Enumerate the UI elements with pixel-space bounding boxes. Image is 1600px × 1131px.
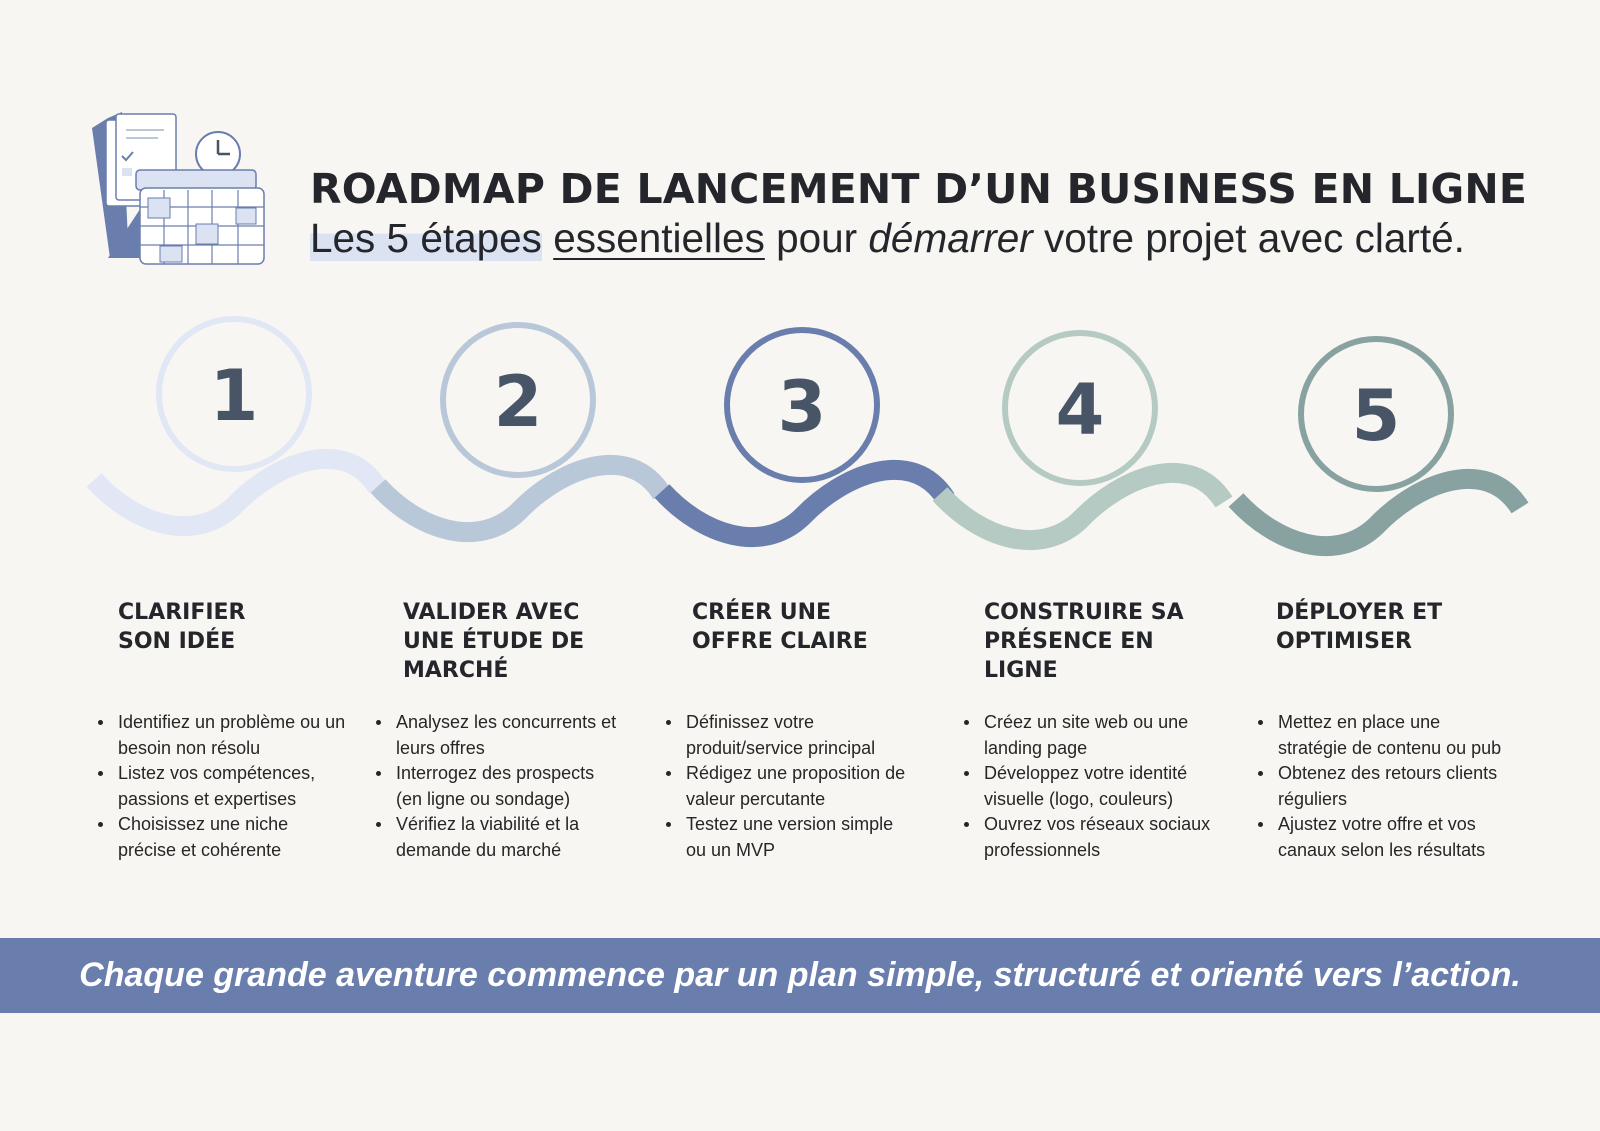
subtitle-end: votre projet avec clarté. <box>1032 215 1465 262</box>
step-5-bullets: Mettez en place une stratégie de contenu… <box>1256 710 1506 864</box>
header: ROADMAP DE LANCEMENT D’UN BUSINESS EN LI… <box>310 165 1580 262</box>
step-4-wave <box>932 462 1233 551</box>
bullet-item: Choisissez une niche précise et cohérent… <box>98 812 346 863</box>
step-3-wave <box>654 459 955 548</box>
step-1-bullets: Identifiez un problème ou un besoin non … <box>96 710 346 864</box>
bullet-item: Définissez votre produit/service princip… <box>666 710 914 761</box>
bullet-item: Interrogez des prospects (en ligne ou so… <box>376 761 624 812</box>
step-1-wave <box>86 448 387 537</box>
step-5-marker: 5 <box>1228 336 1529 557</box>
step-2-column: VALIDER AVEC UNE ÉTUDE DE MARCHÉ Analysez… <box>374 598 624 864</box>
step-4-title: CONSTRUIRE SA PRÉSENCE EN LIGNE <box>984 600 1184 683</box>
subtitle-text: pour <box>764 215 869 262</box>
bullet-item: Obtenez des retours clients réguliers <box>1258 761 1506 812</box>
bullet-item: Créez un site web ou une landing page <box>964 710 1212 761</box>
page-subtitle: Les 5 étapes essentielles pour démarrer … <box>310 215 1580 262</box>
step-2-title: VALIDER AVEC UNE ÉTUDE DE MARCHÉ <box>403 600 585 683</box>
bullet-item: Développez votre identité visuelle (logo… <box>964 761 1212 812</box>
step-3-title: CRÉER UNE OFFRE CLAIRE <box>692 600 868 654</box>
subtitle-italic: démarrer <box>868 215 1033 262</box>
step-3-column: CRÉER UNE OFFRE CLAIRE Définissez votre p… <box>664 598 914 864</box>
step-3-number: 3 <box>778 366 827 448</box>
step-4-circle <box>1002 330 1158 486</box>
step-2-wave <box>370 454 671 543</box>
step-3-bullets: Définissez votre produit/service princip… <box>664 710 914 864</box>
step-1-title: CLARIFIER SON IDÉE <box>118 600 246 654</box>
subtitle-space <box>542 215 553 261</box>
bullet-item: Listez vos compétences, passions et expe… <box>98 761 346 812</box>
step-4-number: 4 <box>1056 369 1105 451</box>
footer-banner: Chaque grande aventure commence par un p… <box>0 938 1600 1013</box>
bullet-item: Vérifiez la viabilité et la demande du m… <box>376 812 624 863</box>
banner-text: Chaque grande aventure commence par un p… <box>79 956 1521 994</box>
steps-wave-diagram: 1 2 3 4 5 <box>86 316 1529 557</box>
step-2-circle <box>440 322 596 478</box>
step-5-circle <box>1298 336 1454 492</box>
bullet-item: Ajustez votre offre et vos canaux selon … <box>1258 812 1506 863</box>
step-4-column: CONSTRUIRE SA PRÉSENCE EN LIGNE Créez un … <box>962 598 1212 864</box>
bullet-item: Testez une version simple ou un MVP <box>666 812 914 863</box>
step-5-title: DÉPLOYER ET OPTIMISER <box>1276 600 1443 654</box>
subtitle-underlined: essentielles <box>553 215 765 262</box>
step-5-wave <box>1228 468 1529 557</box>
step-2-number: 2 <box>494 361 543 443</box>
page-title: ROADMAP DE LANCEMENT D’UN BUSINESS EN LI… <box>310 165 1528 213</box>
bullet-item: Analysez les concurrents et leurs offres <box>376 710 624 761</box>
step-5-number: 5 <box>1352 375 1401 457</box>
step-5-column: DÉPLOYER ET OPTIMISER Mettez en place une… <box>1256 598 1506 864</box>
step-1-marker: 1 <box>86 316 387 537</box>
step-4-marker: 4 <box>932 330 1233 551</box>
bullet-item: Mettez en place une stratégie de contenu… <box>1258 710 1506 761</box>
step-2-bullets: Analysez les concurrents et leurs offres… <box>374 710 624 864</box>
calendar-clock-illustration-icon <box>92 112 265 265</box>
step-1-column: CLARIFIER SON IDÉE Identifiez un problème… <box>96 598 346 864</box>
bullet-item: Rédigez une proposition de valeur percut… <box>666 761 914 812</box>
step-1-circle <box>156 316 312 472</box>
step-2-marker: 2 <box>370 322 671 543</box>
step-1-number: 1 <box>210 355 259 437</box>
bullet-item: Identifiez un problème ou un besoin non … <box>98 710 346 761</box>
step-3-marker: 3 <box>654 327 955 548</box>
step-3-circle <box>724 327 880 483</box>
subtitle-highlight: Les 5 étapes <box>310 215 542 262</box>
bullet-item: Ouvrez vos réseaux sociaux professionnel… <box>964 812 1212 863</box>
